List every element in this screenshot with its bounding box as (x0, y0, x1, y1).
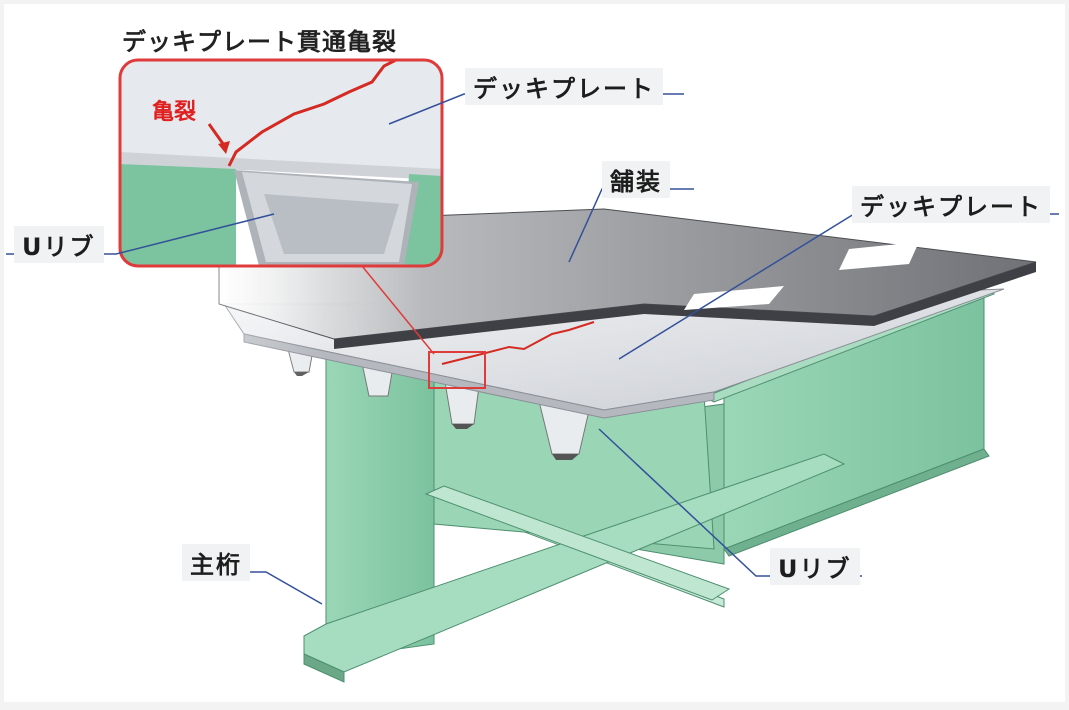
u-rib-inset-label: Uリブ (14, 226, 104, 263)
pavement-label: 舗装 (602, 161, 670, 198)
diagram-frame: デッキプレート貫通亀裂 亀裂 デッキプレート Uリブ 舗装 デッキプレート Uリ… (4, 4, 1065, 702)
u-rib-main-label: Uリブ (770, 548, 860, 585)
inset-detail (118, 58, 444, 268)
bridge-illustration (4, 58, 1059, 683)
diagram-title: デッキプレート貫通亀裂 (122, 28, 397, 56)
crack-location-box (428, 351, 486, 389)
crack-label: 亀裂 (152, 100, 197, 125)
deck-plate-inset-label: デッキプレート (465, 68, 663, 105)
deck-plate-main-label: デッキプレート (852, 186, 1050, 223)
crack-line-main (441, 321, 595, 365)
main-girder-label: 主桁 (182, 544, 250, 581)
